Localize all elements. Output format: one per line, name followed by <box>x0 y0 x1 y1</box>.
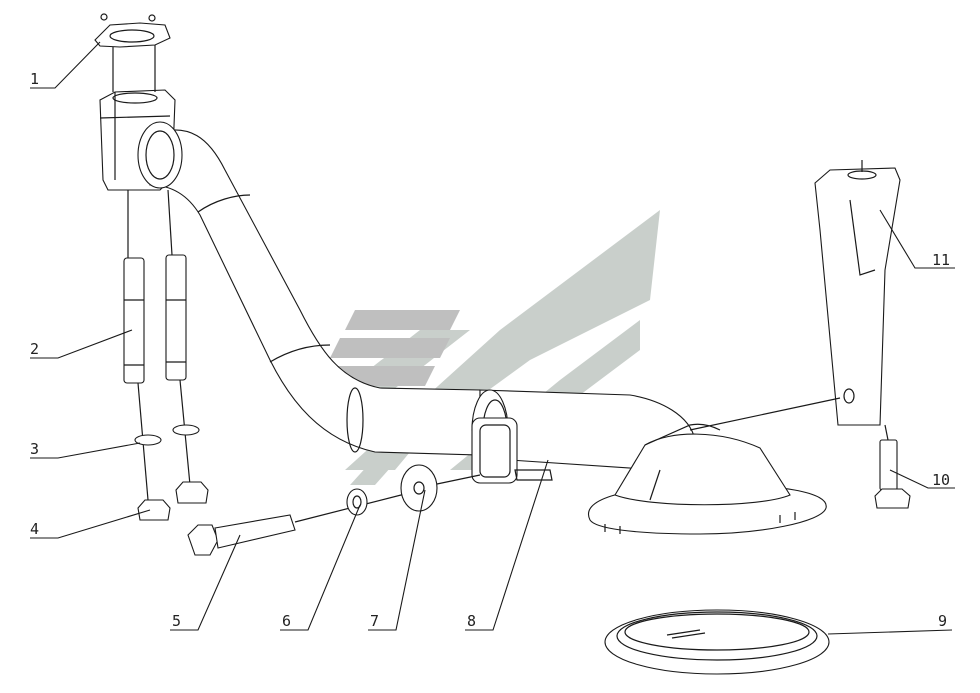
part-10-bracket-bolt <box>874 424 911 509</box>
callout-labels: 1 2 3 4 5 6 7 8 9 10 11 <box>30 70 950 630</box>
part-2-studs <box>123 189 191 501</box>
callout-10: 10 <box>932 471 950 489</box>
part-9-strainer-screen <box>604 609 830 675</box>
part-3-washers <box>134 424 200 446</box>
callout-11: 11 <box>932 251 950 269</box>
strainer-housing <box>588 423 827 535</box>
part-5-bolt <box>187 493 406 556</box>
callout-3: 3 <box>30 440 39 458</box>
callout-5: 5 <box>172 612 181 630</box>
leader-lines <box>30 41 955 635</box>
callout-4: 4 <box>30 520 39 538</box>
callout-6: 6 <box>282 612 291 630</box>
callout-1: 1 <box>30 70 39 88</box>
part-8-pickup-pipe <box>137 121 696 484</box>
part-11-support-bracket <box>689 160 901 431</box>
callout-2: 2 <box>30 340 39 358</box>
part-1-gasket <box>94 13 171 48</box>
part-7-flat-washer <box>400 464 481 512</box>
callout-8: 8 <box>467 612 476 630</box>
callout-7: 7 <box>370 612 379 630</box>
callout-9: 9 <box>938 612 947 630</box>
part-4-nuts <box>137 481 209 521</box>
part-6-lock-washer <box>346 488 368 516</box>
